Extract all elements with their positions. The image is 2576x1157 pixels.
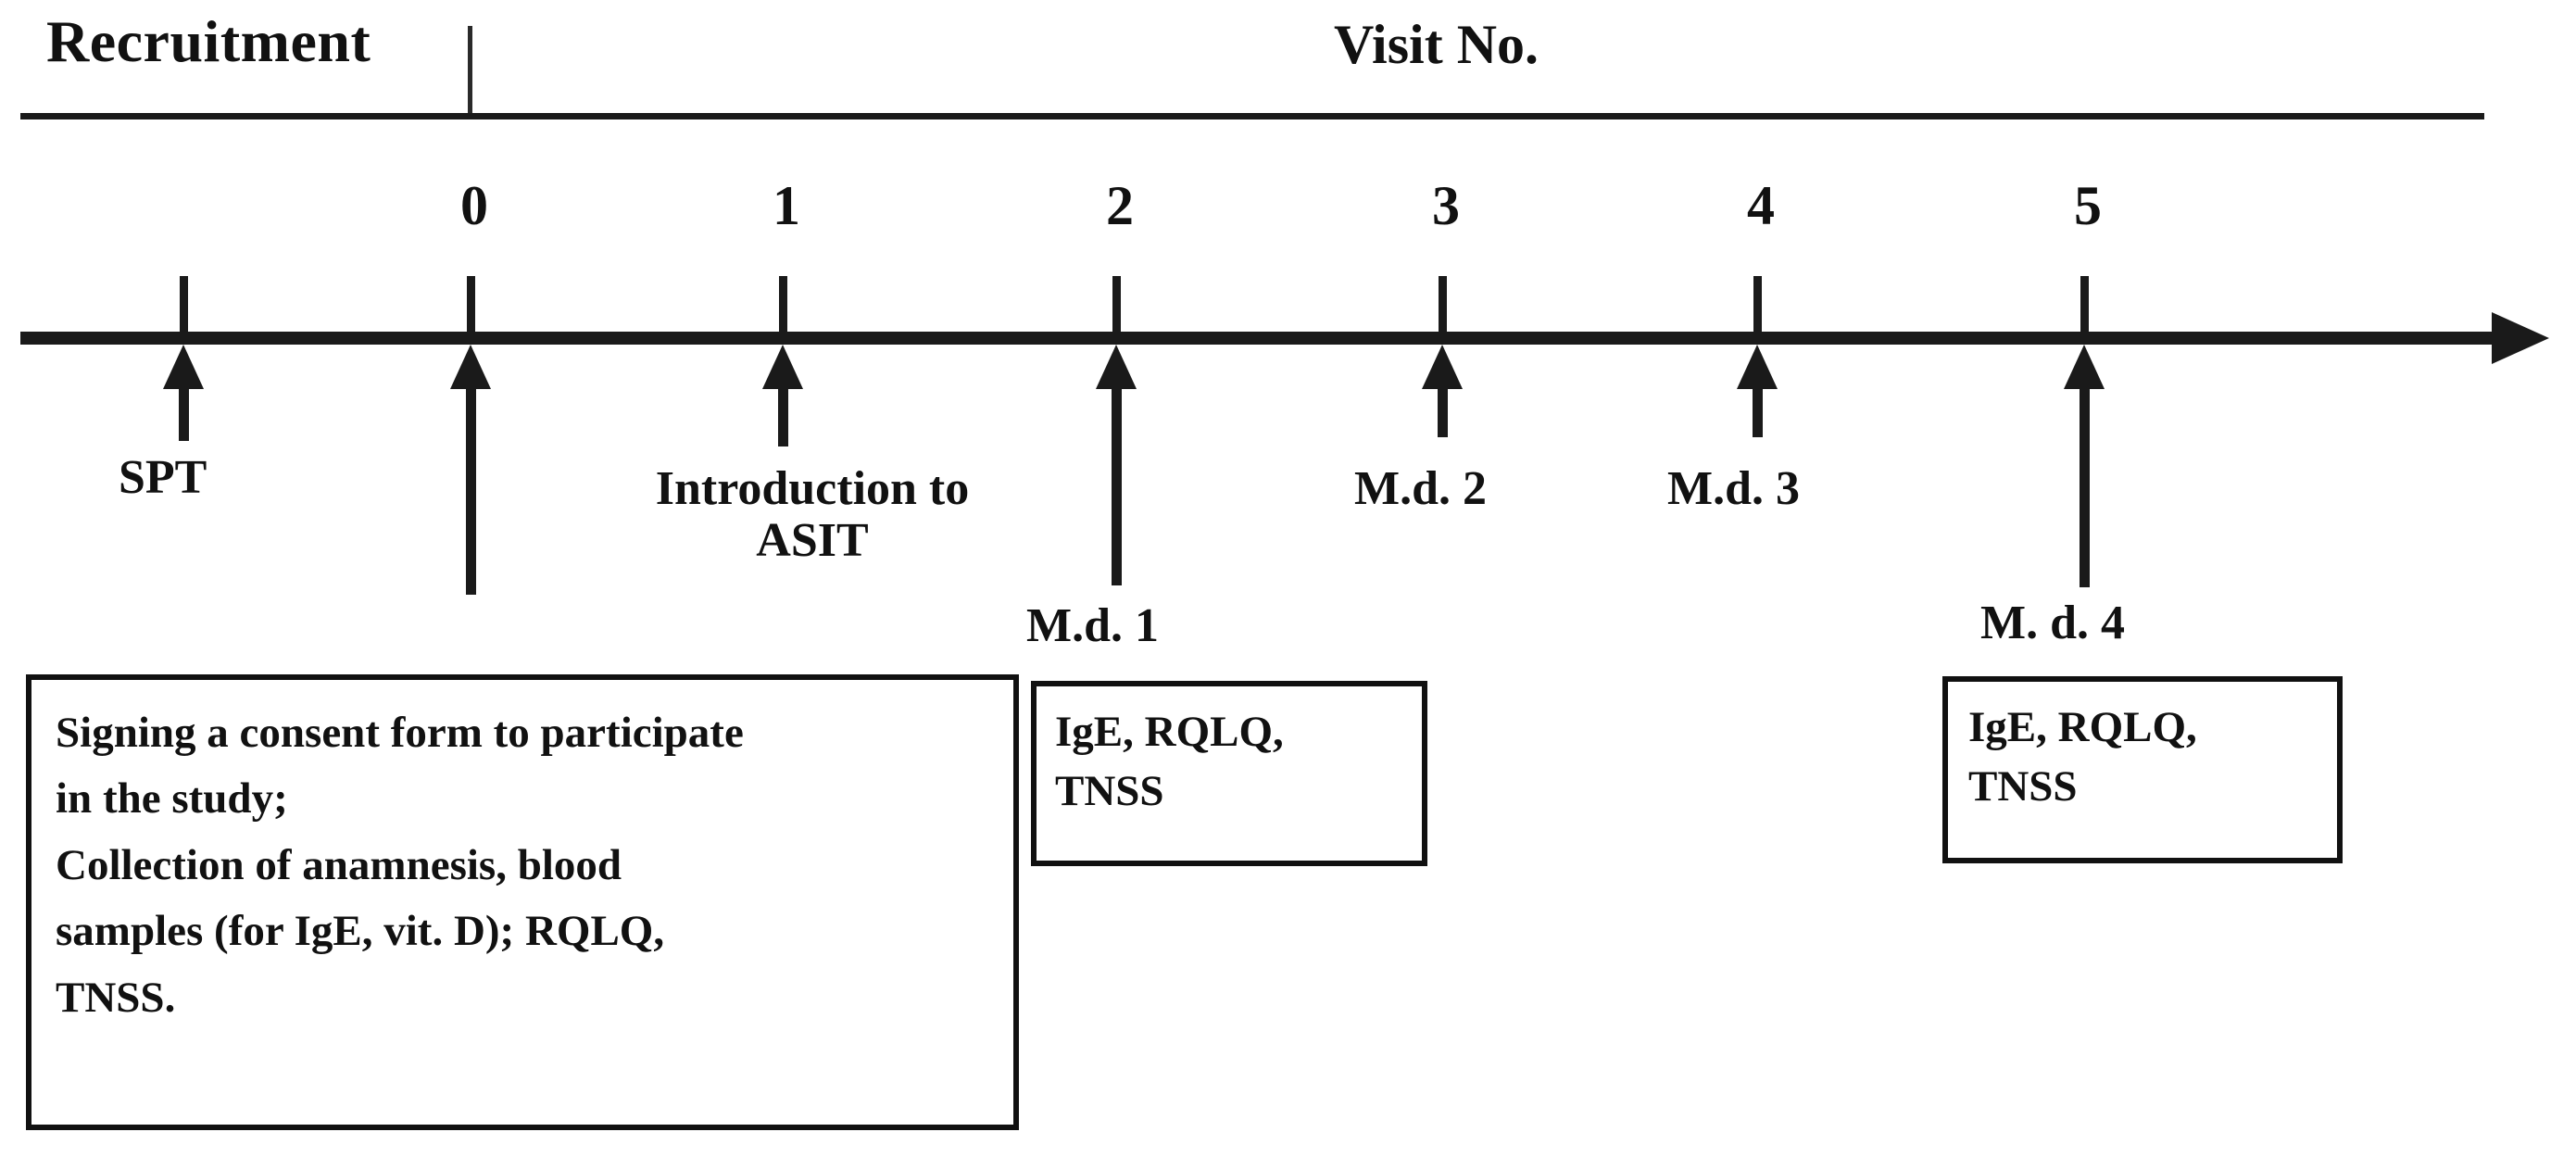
arrow-head-icon [1422,345,1463,389]
note-box-visit-5: IgE, RQLQ, TNSS [1942,676,2343,863]
header-horizontal-rule [20,113,2484,119]
note-box-visit-2: IgE, RQLQ, TNSS [1031,681,1427,866]
arrow-head-icon [1096,345,1137,389]
tick-spt [180,276,188,337]
note-visit5-line-1: IgE, RQLQ, [1968,703,2197,751]
note-consent-line-5: TNSS. [56,973,176,1022]
event-visit-0-arrow-icon [447,345,494,595]
event-intro-asit-arrow-icon [760,345,806,446]
event-md-4-label: M. d. 4 [1980,597,2125,649]
visit-number-5: 5 [2074,175,2102,236]
tick-visit-5 [2080,276,2089,337]
tick-visit-2 [1112,276,1121,337]
visit-number-0: 0 [460,175,488,236]
arrow-shaft [1753,382,1763,437]
event-md-3-label: M.d. 3 [1667,462,1800,515]
tick-visit-4 [1753,276,1762,337]
event-spt-arrow-icon [160,345,207,441]
event-intro-asit-label: Introduction to ASIT [655,462,970,568]
event-md-4-arrow-icon [2061,345,2107,587]
event-md-3-arrow-icon [1734,345,1780,437]
note-visit5-line-2: TNSS [1968,761,2078,811]
note-consent-line-3: Collection of anamnesis, blood [56,840,622,889]
event-spt-label: SPT [119,451,207,504]
note-consent-line-1: Signing a consent form to participate [56,709,744,757]
note-consent-line-4: samples (for IgE, vit. D); RQLQ, [56,907,665,956]
note-consent-line-2: in the study; [56,774,288,824]
arrow-shaft [778,382,788,446]
tick-visit-3 [1439,276,1447,337]
event-md-1-arrow-icon [1093,345,1139,585]
timeline-axis-arrowhead-icon [2492,312,2549,364]
tick-visit-0 [467,276,475,337]
arrow-shaft [466,382,476,595]
arrow-shaft [179,382,189,441]
visit-number-2: 2 [1106,175,1134,236]
visit-no-heading: Visit No. [1333,14,1539,75]
header-divider-line [468,26,472,117]
visit-number-3: 3 [1432,175,1460,236]
visit-number-1: 1 [773,175,800,236]
event-md-1-label: M.d. 1 [1026,599,1159,652]
arrow-shaft [2080,382,2090,587]
arrow-shaft [1438,382,1448,437]
event-md-2-label: M.d. 2 [1354,462,1487,515]
recruitment-heading: Recruitment [46,8,371,74]
timeline-axis [20,332,2521,345]
event-md-2-arrow-icon [1419,345,1465,437]
note-visit2-line-1: IgE, RQLQ, [1055,708,1284,756]
visit-number-4: 4 [1747,175,1775,236]
arrow-head-icon [1737,345,1778,389]
tick-visit-1 [779,276,787,337]
note-box-consent: Signing a consent form to participate in … [26,674,1019,1130]
arrow-head-icon [450,345,491,389]
arrow-head-icon [762,345,803,389]
arrow-head-icon [2064,345,2105,389]
note-visit2-line-2: TNSS [1055,766,1164,815]
arrow-shaft [1112,382,1122,585]
arrow-head-icon [163,345,204,389]
